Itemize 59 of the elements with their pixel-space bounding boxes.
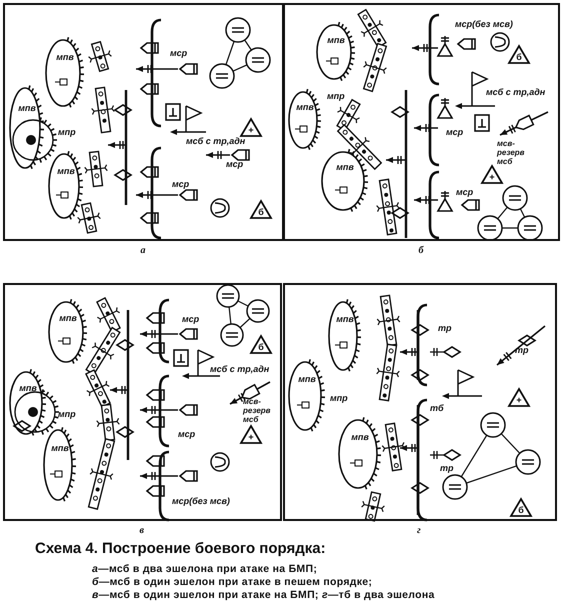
caption: Схема 4. Построение боевого порядка: [35, 540, 326, 557]
unit-label: б [515, 52, 523, 62]
unit-label: мпв [58, 312, 78, 323]
unit-label: мсб с тр,адн [186, 137, 246, 147]
unit-label: + [247, 125, 255, 135]
unit-label: мпв [56, 166, 76, 176]
panel-letter: б [418, 245, 424, 256]
unit-label: мпр [327, 92, 345, 102]
unit-label: мср [456, 188, 474, 198]
unit-label: мпв [335, 162, 355, 172]
unit-label: мпв [350, 432, 370, 442]
unit-label: мпв [335, 314, 355, 324]
unit-label: мср(без мсв) [455, 20, 513, 30]
panel-letter: в [140, 525, 144, 536]
caption-line: в—мсб в один эшелон при атаке на БМП; г—тб в два эшелона [92, 589, 435, 601]
panel-frame [283, 3, 560, 241]
unit-label: мср [182, 315, 200, 325]
triangle-sign [481, 165, 503, 184]
unit-label: мср(без мсв) [172, 497, 230, 507]
unit-label: тб [430, 404, 444, 414]
caption-line: а—мсб в два эшелона при атаке на БМП; [92, 563, 318, 575]
unit-label: мсв-резерв мсб [497, 140, 526, 166]
unit-label: мсв-резерв мсб [243, 398, 272, 424]
unit-label: мпв [326, 34, 346, 45]
unit-label: мср [170, 49, 188, 59]
triangle-sign [510, 498, 532, 517]
unit-label: + [247, 432, 255, 442]
triangle-sign [250, 200, 272, 219]
unit-label: б [257, 342, 265, 352]
unit-label: мпв [17, 102, 37, 113]
unit-label: мсб с тр,адн [486, 88, 546, 98]
unit-label: б [517, 505, 525, 515]
unit-label: мпв [55, 52, 75, 62]
unit-label: мпв [18, 383, 38, 394]
unit-label: мпр [330, 394, 348, 404]
unit-label: мср [446, 128, 464, 138]
panel-frame [283, 283, 557, 521]
panel-letter: а [140, 245, 146, 256]
triangle-sign [250, 335, 272, 354]
unit-label: + [515, 395, 523, 405]
panel-letter: г [417, 525, 421, 536]
caption-line: б—мсб в один эшелон при атаке в пешем порядке; [92, 576, 372, 588]
unit-label: мср [178, 430, 196, 440]
unit-label: мпв [297, 374, 317, 384]
unit-label: + [488, 172, 496, 182]
triangle-sign [508, 388, 530, 407]
unit-label: тр [440, 464, 454, 474]
unit-label: мср [226, 160, 244, 170]
unit-label: мпр [58, 128, 76, 138]
unit-label: мпр [58, 410, 76, 420]
triangle-sign [240, 425, 262, 444]
unit-label: б [257, 207, 265, 217]
unit-label: мпв [295, 102, 315, 112]
unit-label: мпв [50, 442, 70, 453]
unit-label: мср [172, 180, 190, 190]
unit-label: мсб с тр,адн [210, 365, 270, 375]
triangle-sign [508, 45, 530, 64]
triangle-sign [240, 118, 262, 137]
unit-label: тр [438, 324, 452, 334]
